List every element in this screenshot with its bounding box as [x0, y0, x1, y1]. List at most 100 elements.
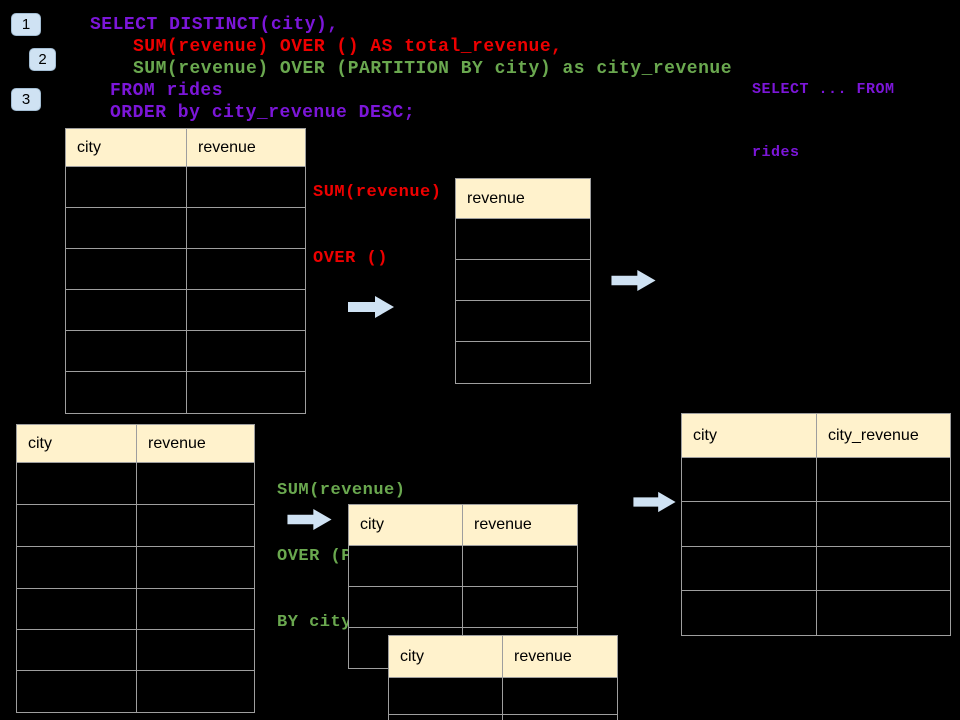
- table-header-row: city revenue: [389, 636, 617, 678]
- step-badge-3: 3: [11, 88, 41, 111]
- side-note-line-1: SELECT ... FROM: [752, 81, 895, 98]
- sql-line-order-by: ORDER by city_revenue DESC;: [110, 103, 416, 123]
- arrow-total-to-result-icon: [611, 269, 656, 292]
- table-cell: [389, 678, 503, 714]
- table-row: [17, 463, 254, 505]
- table-cell: [456, 260, 590, 300]
- table-cell: [137, 630, 254, 670]
- table-row: [456, 219, 590, 260]
- table-cell: [187, 249, 305, 289]
- table-row: [682, 458, 950, 502]
- label-partition-line-1: SUM(revenue): [277, 481, 406, 500]
- table-row: [17, 547, 254, 589]
- table-cell: [137, 463, 254, 504]
- table-cell: [389, 715, 503, 720]
- table-cell: [456, 301, 590, 341]
- table-row: [17, 630, 254, 671]
- table-header-row: revenue: [456, 179, 590, 219]
- table-cell: [187, 208, 305, 248]
- table-cell: [137, 589, 254, 629]
- table-cell: [463, 546, 577, 586]
- table-total-revenue-result: revenue: [455, 178, 591, 384]
- table-row: [17, 589, 254, 630]
- table-row: [682, 591, 950, 635]
- table-cell: [817, 591, 950, 635]
- table-cell: [187, 331, 305, 371]
- table-cell: [817, 547, 950, 590]
- table-cell: [349, 587, 463, 627]
- table-cell: [187, 167, 305, 207]
- table-cell: [187, 290, 305, 330]
- table-cell: [66, 290, 187, 330]
- table-cell: [66, 331, 187, 371]
- table-header-row: city revenue: [66, 129, 305, 167]
- table-cell: [137, 547, 254, 588]
- table-row: [349, 587, 577, 628]
- table-city-revenue-result: city city_revenue: [681, 413, 951, 636]
- table-cell: [17, 630, 137, 670]
- table-rides-source: city revenue: [65, 128, 306, 414]
- step-badge-1: 1: [11, 13, 41, 36]
- table-cell: [17, 671, 137, 712]
- table-cell: [456, 342, 590, 383]
- table-cell: [187, 372, 305, 413]
- arrow-partition-to-groups-icon: [287, 508, 332, 531]
- table-cell: [137, 505, 254, 546]
- table-header-row: city revenue: [17, 425, 254, 463]
- column-header-city: city: [349, 505, 463, 545]
- table-row: [389, 678, 617, 715]
- column-header-city: city: [66, 129, 187, 166]
- table-cell: [503, 678, 617, 714]
- column-header-revenue: revenue: [198, 138, 256, 156]
- table-row: [349, 546, 577, 587]
- table-row: [456, 260, 590, 301]
- side-note-select-from-rides: SELECT ... FROM rides: [752, 37, 895, 205]
- arrow-groups-to-result-icon: [633, 491, 676, 513]
- table-rides-partition-source: city revenue: [16, 424, 255, 713]
- column-header-revenue: revenue: [474, 516, 532, 533]
- table-row: [66, 208, 305, 249]
- sql-line-select: SELECT DISTINCT(city),: [90, 15, 339, 35]
- label-total-line-2: OVER (): [313, 249, 388, 268]
- table-cell: [17, 547, 137, 588]
- table-cell: [682, 458, 817, 501]
- table-row: [17, 505, 254, 547]
- column-header-city: city: [17, 425, 137, 462]
- table-row: [17, 671, 254, 712]
- label-total-revenue-window: SUM(revenue) OVER (): [313, 138, 441, 314]
- table-row: [456, 301, 590, 342]
- table-cell: [817, 458, 950, 501]
- sql-line-total-revenue: SUM(revenue) OVER () AS total_revenue,: [133, 37, 563, 57]
- table-cell: [349, 546, 463, 586]
- table-cell: [503, 715, 617, 720]
- arrow-rides-to-total-icon: [348, 296, 394, 318]
- table-row: [389, 715, 617, 720]
- table-row: [682, 547, 950, 591]
- table-partition-group-2: city revenue: [388, 635, 618, 720]
- table-cell: [66, 167, 187, 207]
- table-cell: [137, 671, 254, 712]
- table-cell: [682, 547, 817, 590]
- table-cell: [682, 502, 817, 546]
- column-header-city: city: [389, 636, 503, 677]
- column-header-city-revenue: city_revenue: [828, 426, 919, 444]
- sql-line-partition: SUM(revenue) OVER (PARTITION BY city) as…: [133, 59, 732, 79]
- table-row: [456, 342, 590, 383]
- column-header-revenue: revenue: [467, 189, 525, 207]
- column-header-city: city: [682, 414, 817, 457]
- table-cell: [17, 463, 137, 504]
- table-cell: [66, 372, 187, 413]
- sql-line-from: FROM rides: [110, 81, 224, 101]
- table-cell: [17, 505, 137, 546]
- table-header-row: city revenue: [349, 505, 577, 546]
- table-header-row: city city_revenue: [682, 414, 950, 458]
- column-header-revenue: revenue: [514, 647, 572, 665]
- side-note-line-2: rides: [752, 144, 800, 161]
- table-row: [682, 502, 950, 547]
- table-row: [66, 372, 305, 413]
- table-cell: [817, 502, 950, 546]
- table-row: [66, 331, 305, 372]
- column-header-revenue: revenue: [148, 434, 206, 452]
- table-cell: [66, 208, 187, 248]
